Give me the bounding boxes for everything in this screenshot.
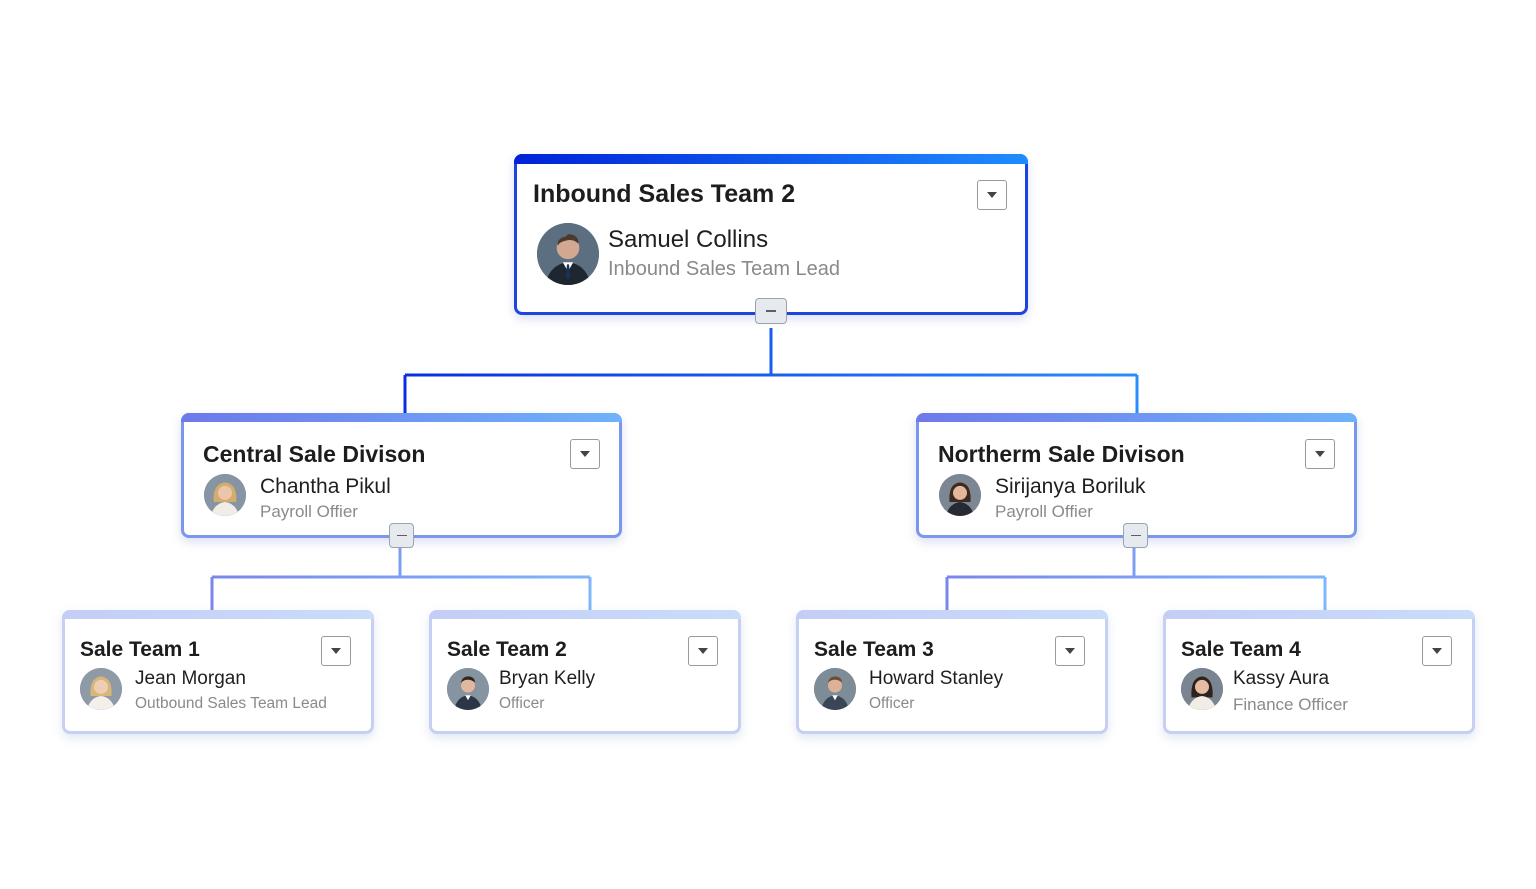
chevron-down-icon (580, 451, 590, 457)
avatar-woman-dark-icon (1181, 668, 1223, 710)
node-accent-bar (1163, 610, 1475, 619)
org-node-sale-team-4[interactable]: Sale Team 4 Kassy Aura Finance Officer (1163, 610, 1475, 734)
minus-icon (1130, 534, 1141, 537)
person-role: Officer (869, 695, 915, 712)
node-accent-bar (429, 610, 741, 619)
chevron-down-icon (987, 192, 997, 198)
avatar-man-icon (814, 668, 856, 710)
node-menu-dropdown-button[interactable] (688, 636, 718, 666)
chevron-down-icon (698, 648, 708, 654)
chevron-down-icon (331, 648, 341, 654)
team-title: Sale Team 3 (814, 638, 934, 661)
person-role: Outbound Sales Team Lead (135, 695, 327, 712)
avatar-woman-blonde-icon (204, 474, 246, 516)
person-name: Jean Morgan (135, 668, 246, 689)
team-title: Sale Team 1 (80, 638, 200, 661)
minus-icon (396, 534, 407, 537)
node-menu-dropdown-button[interactable] (570, 439, 600, 469)
person-name: Bryan Kelly (499, 668, 596, 689)
node-accent-bar (796, 610, 1108, 619)
team-title: Northerm Sale Divison (938, 441, 1185, 467)
person-role: Finance Officer (1233, 695, 1348, 714)
node-accent-bar (916, 413, 1357, 422)
node-accent-bar (514, 154, 1028, 164)
team-title: Inbound Sales Team 2 (533, 180, 796, 208)
node-menu-dropdown-button[interactable] (977, 180, 1007, 210)
org-node-sale-team-3[interactable]: Sale Team 3 Howard Stanley Officer (796, 610, 1108, 734)
person-role: Payroll Offier (260, 502, 358, 521)
avatar-man-suit-icon (537, 223, 599, 285)
node-menu-dropdown-button[interactable] (1422, 636, 1452, 666)
person-name: Howard Stanley (869, 668, 1004, 689)
team-title: Central Sale Divison (203, 441, 426, 467)
team-title: Sale Team 2 (447, 638, 567, 661)
person-role: Payroll Offier (995, 502, 1093, 521)
chevron-down-icon (1315, 451, 1325, 457)
node-accent-bar (181, 413, 622, 422)
person-role: Inbound Sales Team Lead (608, 258, 841, 280)
minus-icon (766, 310, 776, 312)
collapse-toggle-central-division[interactable] (389, 523, 414, 548)
collapse-toggle-root[interactable] (755, 298, 787, 324)
chevron-down-icon (1432, 648, 1442, 654)
person-name: Samuel Collins (608, 226, 769, 253)
node-accent-bar (62, 610, 374, 619)
org-node-sale-team-2[interactable]: Sale Team 2 Bryan Kelly Officer (429, 610, 741, 734)
avatar-man-icon (447, 668, 489, 710)
avatar-woman-blonde-icon (80, 668, 122, 710)
team-title: Sale Team 4 (1181, 638, 1301, 661)
org-node-central-division[interactable]: Central Sale Divison Chantha Pikul Payro… (181, 413, 622, 538)
person-role: Officer (499, 695, 545, 712)
org-node-sale-team-1[interactable]: Sale Team 1 Jean Morgan Outbound Sales T… (62, 610, 374, 734)
node-menu-dropdown-button[interactable] (1055, 636, 1085, 666)
connector-root-to-divisions (403, 328, 1139, 414)
org-node-root[interactable]: Inbound Sales Team 2 Samuel Collins Inbo… (514, 154, 1028, 315)
chevron-down-icon (1065, 648, 1075, 654)
person-name: Chantha Pikul (260, 475, 391, 498)
person-name: Sirijanya Boriluk (995, 475, 1146, 498)
avatar-woman-dark-icon (939, 474, 981, 516)
connector-northern-to-teams (945, 548, 1327, 612)
node-menu-dropdown-button[interactable] (1305, 439, 1335, 469)
person-name: Kassy Aura (1233, 668, 1330, 689)
collapse-toggle-northern-division[interactable] (1123, 523, 1148, 548)
connector-central-to-teams (210, 548, 592, 612)
org-node-northern-division[interactable]: Northerm Sale Divison Sirijanya Boriluk … (916, 413, 1357, 538)
node-menu-dropdown-button[interactable] (321, 636, 351, 666)
